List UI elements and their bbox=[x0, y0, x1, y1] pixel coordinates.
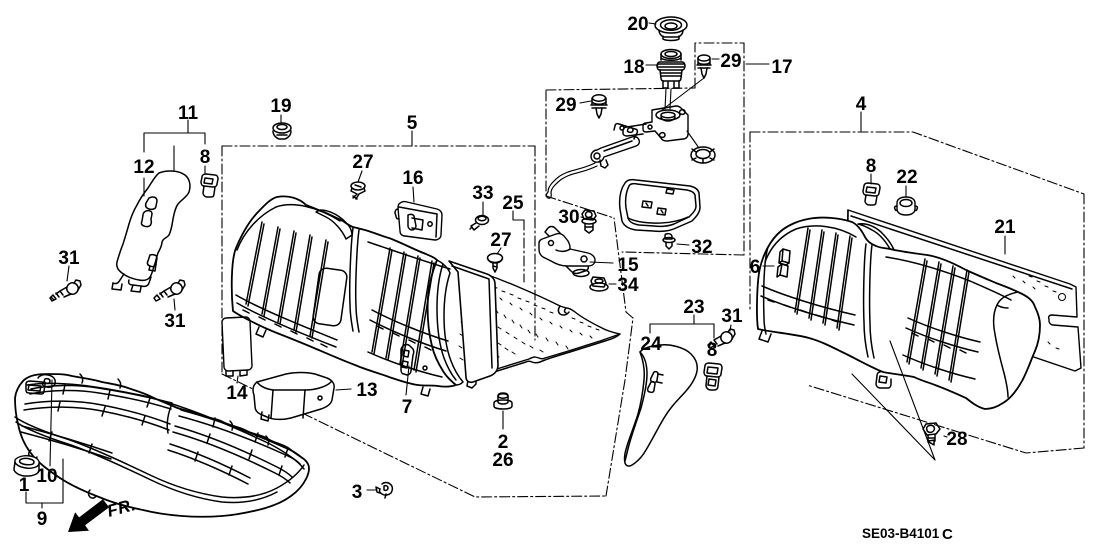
svg-text:31: 31 bbox=[721, 306, 743, 327]
svg-text:27: 27 bbox=[490, 230, 511, 251]
svg-text:21: 21 bbox=[994, 217, 1016, 238]
svg-text:7: 7 bbox=[402, 397, 413, 418]
svg-text:2: 2 bbox=[498, 432, 509, 453]
svg-text:29: 29 bbox=[555, 95, 576, 116]
svg-text:14: 14 bbox=[226, 383, 248, 404]
svg-text:8: 8 bbox=[707, 340, 718, 361]
svg-text:8: 8 bbox=[866, 156, 877, 177]
svg-text:19: 19 bbox=[270, 96, 291, 117]
svg-text:28: 28 bbox=[946, 429, 967, 450]
svg-text:5: 5 bbox=[407, 113, 418, 134]
svg-text:18: 18 bbox=[623, 57, 644, 78]
svg-text:9: 9 bbox=[37, 509, 48, 530]
svg-text:32: 32 bbox=[691, 237, 712, 258]
svg-text:8: 8 bbox=[200, 147, 211, 168]
svg-text:12: 12 bbox=[133, 157, 154, 178]
svg-text:33: 33 bbox=[472, 183, 493, 204]
svg-text:26: 26 bbox=[492, 450, 513, 471]
svg-text:SE03-B4101: SE03-B4101 bbox=[862, 526, 940, 541]
svg-text:27: 27 bbox=[352, 152, 373, 173]
svg-text:23: 23 bbox=[683, 297, 704, 318]
svg-text:17: 17 bbox=[771, 57, 792, 78]
svg-text:4: 4 bbox=[856, 94, 867, 115]
svg-text:30: 30 bbox=[558, 207, 579, 228]
svg-text:29: 29 bbox=[720, 51, 741, 72]
svg-text:13: 13 bbox=[356, 380, 377, 401]
svg-text:16: 16 bbox=[402, 168, 423, 189]
svg-text:15: 15 bbox=[617, 255, 639, 276]
svg-text:10: 10 bbox=[36, 466, 57, 487]
svg-text:1: 1 bbox=[19, 475, 30, 496]
svg-text:22: 22 bbox=[896, 167, 917, 188]
svg-text:31: 31 bbox=[164, 311, 186, 332]
svg-text:24: 24 bbox=[640, 334, 662, 355]
svg-text:34: 34 bbox=[617, 275, 639, 296]
svg-text:C: C bbox=[942, 526, 953, 543]
svg-text:20: 20 bbox=[627, 14, 648, 35]
svg-text:31: 31 bbox=[58, 248, 80, 269]
svg-text:6: 6 bbox=[750, 257, 761, 278]
svg-text:11: 11 bbox=[178, 103, 199, 124]
svg-text:3: 3 bbox=[352, 482, 363, 503]
svg-text:25: 25 bbox=[502, 193, 524, 214]
